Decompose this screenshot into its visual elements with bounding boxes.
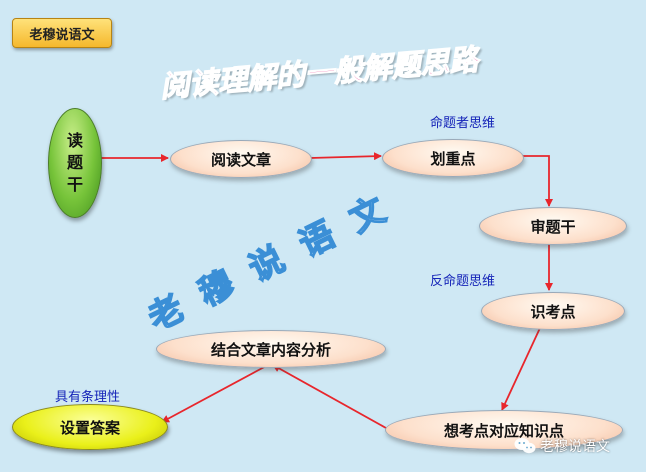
label-organized: 具有条理性 bbox=[55, 390, 121, 405]
node-read-stem-char-2: 题 bbox=[66, 153, 83, 172]
arrow-identify-to-think bbox=[501, 327, 541, 411]
node-combine-content: 结合文章内容分析 bbox=[156, 330, 386, 368]
node-mark-key-points: 划重点 bbox=[382, 139, 524, 177]
footer-text: 老穆说语文 bbox=[540, 439, 610, 455]
label-setter-thinking: 命题者思维 bbox=[430, 116, 496, 131]
arrow-mark-to-review bbox=[522, 155, 553, 207]
node-read-stem-char-1: 读 bbox=[66, 131, 83, 150]
node-read-stem: 读 题 干 bbox=[48, 108, 102, 218]
node-think-knowledge: 想考点对应知识点 bbox=[385, 410, 623, 450]
footer-watermark: 老穆说语文 bbox=[514, 436, 610, 456]
arrow-article-to-mark bbox=[309, 152, 382, 161]
node-read-article: 阅读文章 bbox=[170, 140, 312, 178]
brand-badge: 老穆说语文 bbox=[12, 18, 112, 48]
node-identify-points: 识考点 bbox=[481, 292, 625, 330]
label-reverse-thinking: 反命题思维 bbox=[430, 274, 496, 289]
arrow-combine-to-answer bbox=[161, 364, 269, 423]
wechat-icon bbox=[514, 438, 536, 454]
arrow-think-to-combine bbox=[272, 364, 387, 429]
node-set-answer: 设置答案 bbox=[12, 404, 168, 450]
node-review-stem: 审题干 bbox=[479, 207, 627, 245]
node-read-stem-char-3: 干 bbox=[66, 175, 83, 194]
